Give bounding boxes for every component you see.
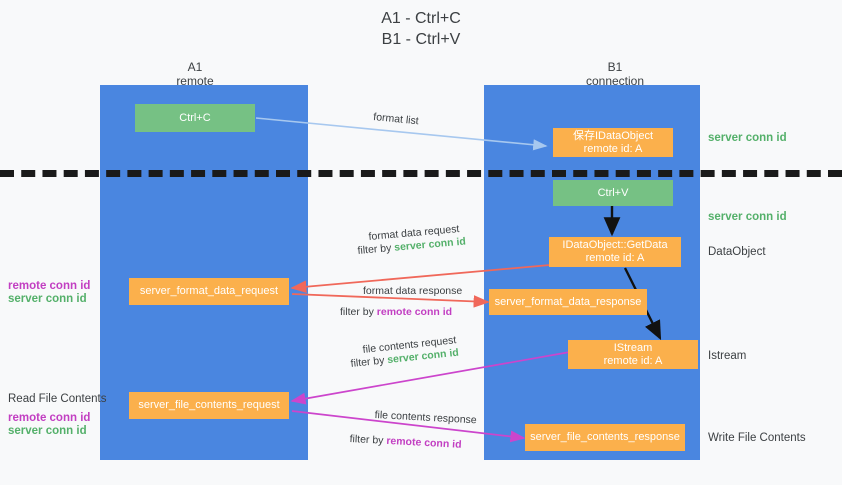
- node-ctrl-v[interactable]: Ctrl+V: [553, 180, 673, 206]
- column-header-b1: B1 connection: [540, 60, 690, 88]
- label-file-server-conn-id: server conn id: [8, 425, 87, 437]
- label-format-server-conn-id: server conn id: [8, 293, 87, 305]
- edge-label-format-list: format list: [372, 110, 420, 128]
- column-b1-role: connection: [585, 74, 645, 88]
- node-format-data-request-label: server_format_data_request: [139, 285, 279, 297]
- label-server-conn-id-top: server conn id: [708, 132, 787, 144]
- title-line-2: B1 - Ctrl+V: [381, 31, 461, 48]
- filter-prefix: filter by: [340, 306, 377, 318]
- edge-label-format-data-response: format data response: [363, 285, 463, 297]
- column-a1-name: A1: [187, 60, 203, 74]
- column-a1-role: remote: [176, 74, 214, 88]
- node-file-contents-request-label: server_file_contents_request: [138, 399, 280, 411]
- node-istream-line1: IStream: [613, 341, 653, 354]
- node-save-idataobject[interactable]: 保存IDataObject remote id: A: [553, 128, 673, 157]
- node-getdata-line2: remote id: A: [585, 252, 645, 264]
- label-read-file-contents: Read File Contents: [8, 393, 107, 405]
- node-file-contents-response-label: server_file_contents_response: [530, 431, 680, 443]
- label-write-file-contents: Write File Contents: [708, 432, 806, 444]
- filter-prefix: filter by: [349, 432, 387, 447]
- node-istream-line2: remote id: A: [603, 354, 663, 367]
- diagram-title: A1 - Ctrl+C B1 - Ctrl+V: [0, 8, 842, 50]
- node-format-data-response-label: server_format_data_response: [494, 295, 642, 308]
- label-istream: Istream: [708, 350, 747, 362]
- filter-prefix: filter by: [357, 241, 395, 257]
- phase-divider: [0, 170, 842, 177]
- node-ctrl-v-label: Ctrl+V: [597, 186, 629, 199]
- node-ctrl-c[interactable]: Ctrl+C: [135, 104, 255, 132]
- node-getdata[interactable]: IDataObject::GetData remote id: A: [549, 237, 681, 267]
- node-save-idataobject-line1: 保存IDataObject: [572, 129, 654, 142]
- filter-value: remote conn id: [376, 306, 453, 318]
- node-file-contents-request[interactable]: server_file_contents_request: [129, 392, 289, 419]
- column-header-a1: A1 remote: [120, 60, 270, 88]
- node-file-contents-response[interactable]: server_file_contents_response: [525, 424, 685, 451]
- label-dataobject: DataObject: [708, 246, 766, 258]
- label-server-conn-id-mid: server conn id: [708, 211, 787, 223]
- edge-label-file-contents-response-filter: filter by remote conn id: [349, 432, 462, 452]
- node-format-data-request[interactable]: server_format_data_request: [129, 278, 289, 305]
- node-ctrl-c-label: Ctrl+C: [179, 111, 211, 124]
- title-line-1: A1 - Ctrl+C: [381, 10, 461, 27]
- label-file-remote-conn-id: remote conn id: [8, 412, 91, 424]
- node-istream[interactable]: IStream remote id: A: [568, 340, 698, 369]
- node-getdata-line1: IDataObject::GetData: [562, 239, 668, 251]
- label-format-remote-conn-id: remote conn id: [8, 280, 91, 292]
- edge-label-format-data-response-filter: filter by remote conn id: [340, 305, 452, 319]
- filter-value: remote conn id: [386, 434, 462, 451]
- edge-label-file-contents-response: file contents response: [374, 408, 477, 427]
- node-save-idataobject-line2: remote id: A: [583, 142, 643, 155]
- node-format-data-response[interactable]: server_format_data_response: [489, 289, 647, 315]
- column-b1-name: B1: [607, 60, 623, 74]
- filter-prefix: filter by: [350, 354, 388, 370]
